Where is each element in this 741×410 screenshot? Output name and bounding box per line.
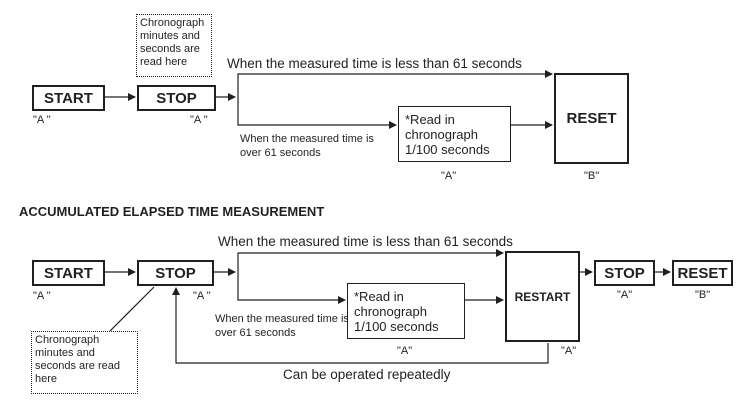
less-than-label-top: When the measured time is less than 61 s…: [227, 56, 522, 71]
arrow-less-to-reset: [237, 70, 553, 97]
label-a-stop-bottom: "A ": [193, 290, 211, 302]
stop-box-top: STOP: [137, 85, 216, 111]
chronograph-note-top: Chronograph minutes and seconds are read…: [136, 14, 212, 77]
label-b-reset-bottom: "B": [695, 289, 711, 301]
read-chronograph-box-top: *Read in chronograph 1/100 seconds: [398, 106, 511, 162]
label-a-start-top: "A ": [33, 114, 51, 126]
stop-box-bottom: STOP: [137, 260, 214, 286]
restart-box: RESTART: [505, 251, 580, 342]
read-chronograph-box-bottom: *Read in chronograph 1/100 seconds: [347, 283, 465, 339]
label-a-restart: "A": [561, 345, 577, 357]
over-label-top: When the measured time is over 61 second…: [240, 133, 374, 159]
start-box-top: START: [32, 85, 105, 111]
reset-box-bottom: RESET: [672, 260, 733, 286]
label-a-stop2-bottom: "A": [617, 289, 633, 301]
section-title: ACCUMULATED ELAPSED TIME MEASUREMENT: [19, 204, 325, 219]
arrow-over-to-read: [237, 97, 397, 129]
start-box-bottom: START: [32, 260, 105, 286]
arrow-over-to-read2: [237, 272, 346, 304]
label-a-read-top: "A": [441, 170, 457, 182]
label-a-stop-top: "A ": [190, 114, 208, 126]
label-b-reset-top: "B": [584, 170, 600, 182]
arrow-less-to-restart: [237, 249, 504, 272]
less-than-label-bottom: When the measured time is less than 61 s…: [218, 234, 513, 249]
repeat-label: Can be operated repeatedly: [283, 367, 451, 382]
over-label-bottom: When the measured time is over 61 second…: [215, 313, 349, 339]
stop-box-bottom-2: STOP: [594, 260, 655, 286]
reset-box-top: RESET: [554, 73, 629, 164]
label-a-start-bottom: "A ": [33, 290, 51, 302]
repeat-loop-arrow: [172, 287, 549, 364]
note-pointer-line: [109, 286, 155, 332]
chronograph-note-bottom: Chronograph minutes and seconds are read…: [31, 331, 138, 394]
label-a-read-bottom: "A": [397, 345, 413, 357]
